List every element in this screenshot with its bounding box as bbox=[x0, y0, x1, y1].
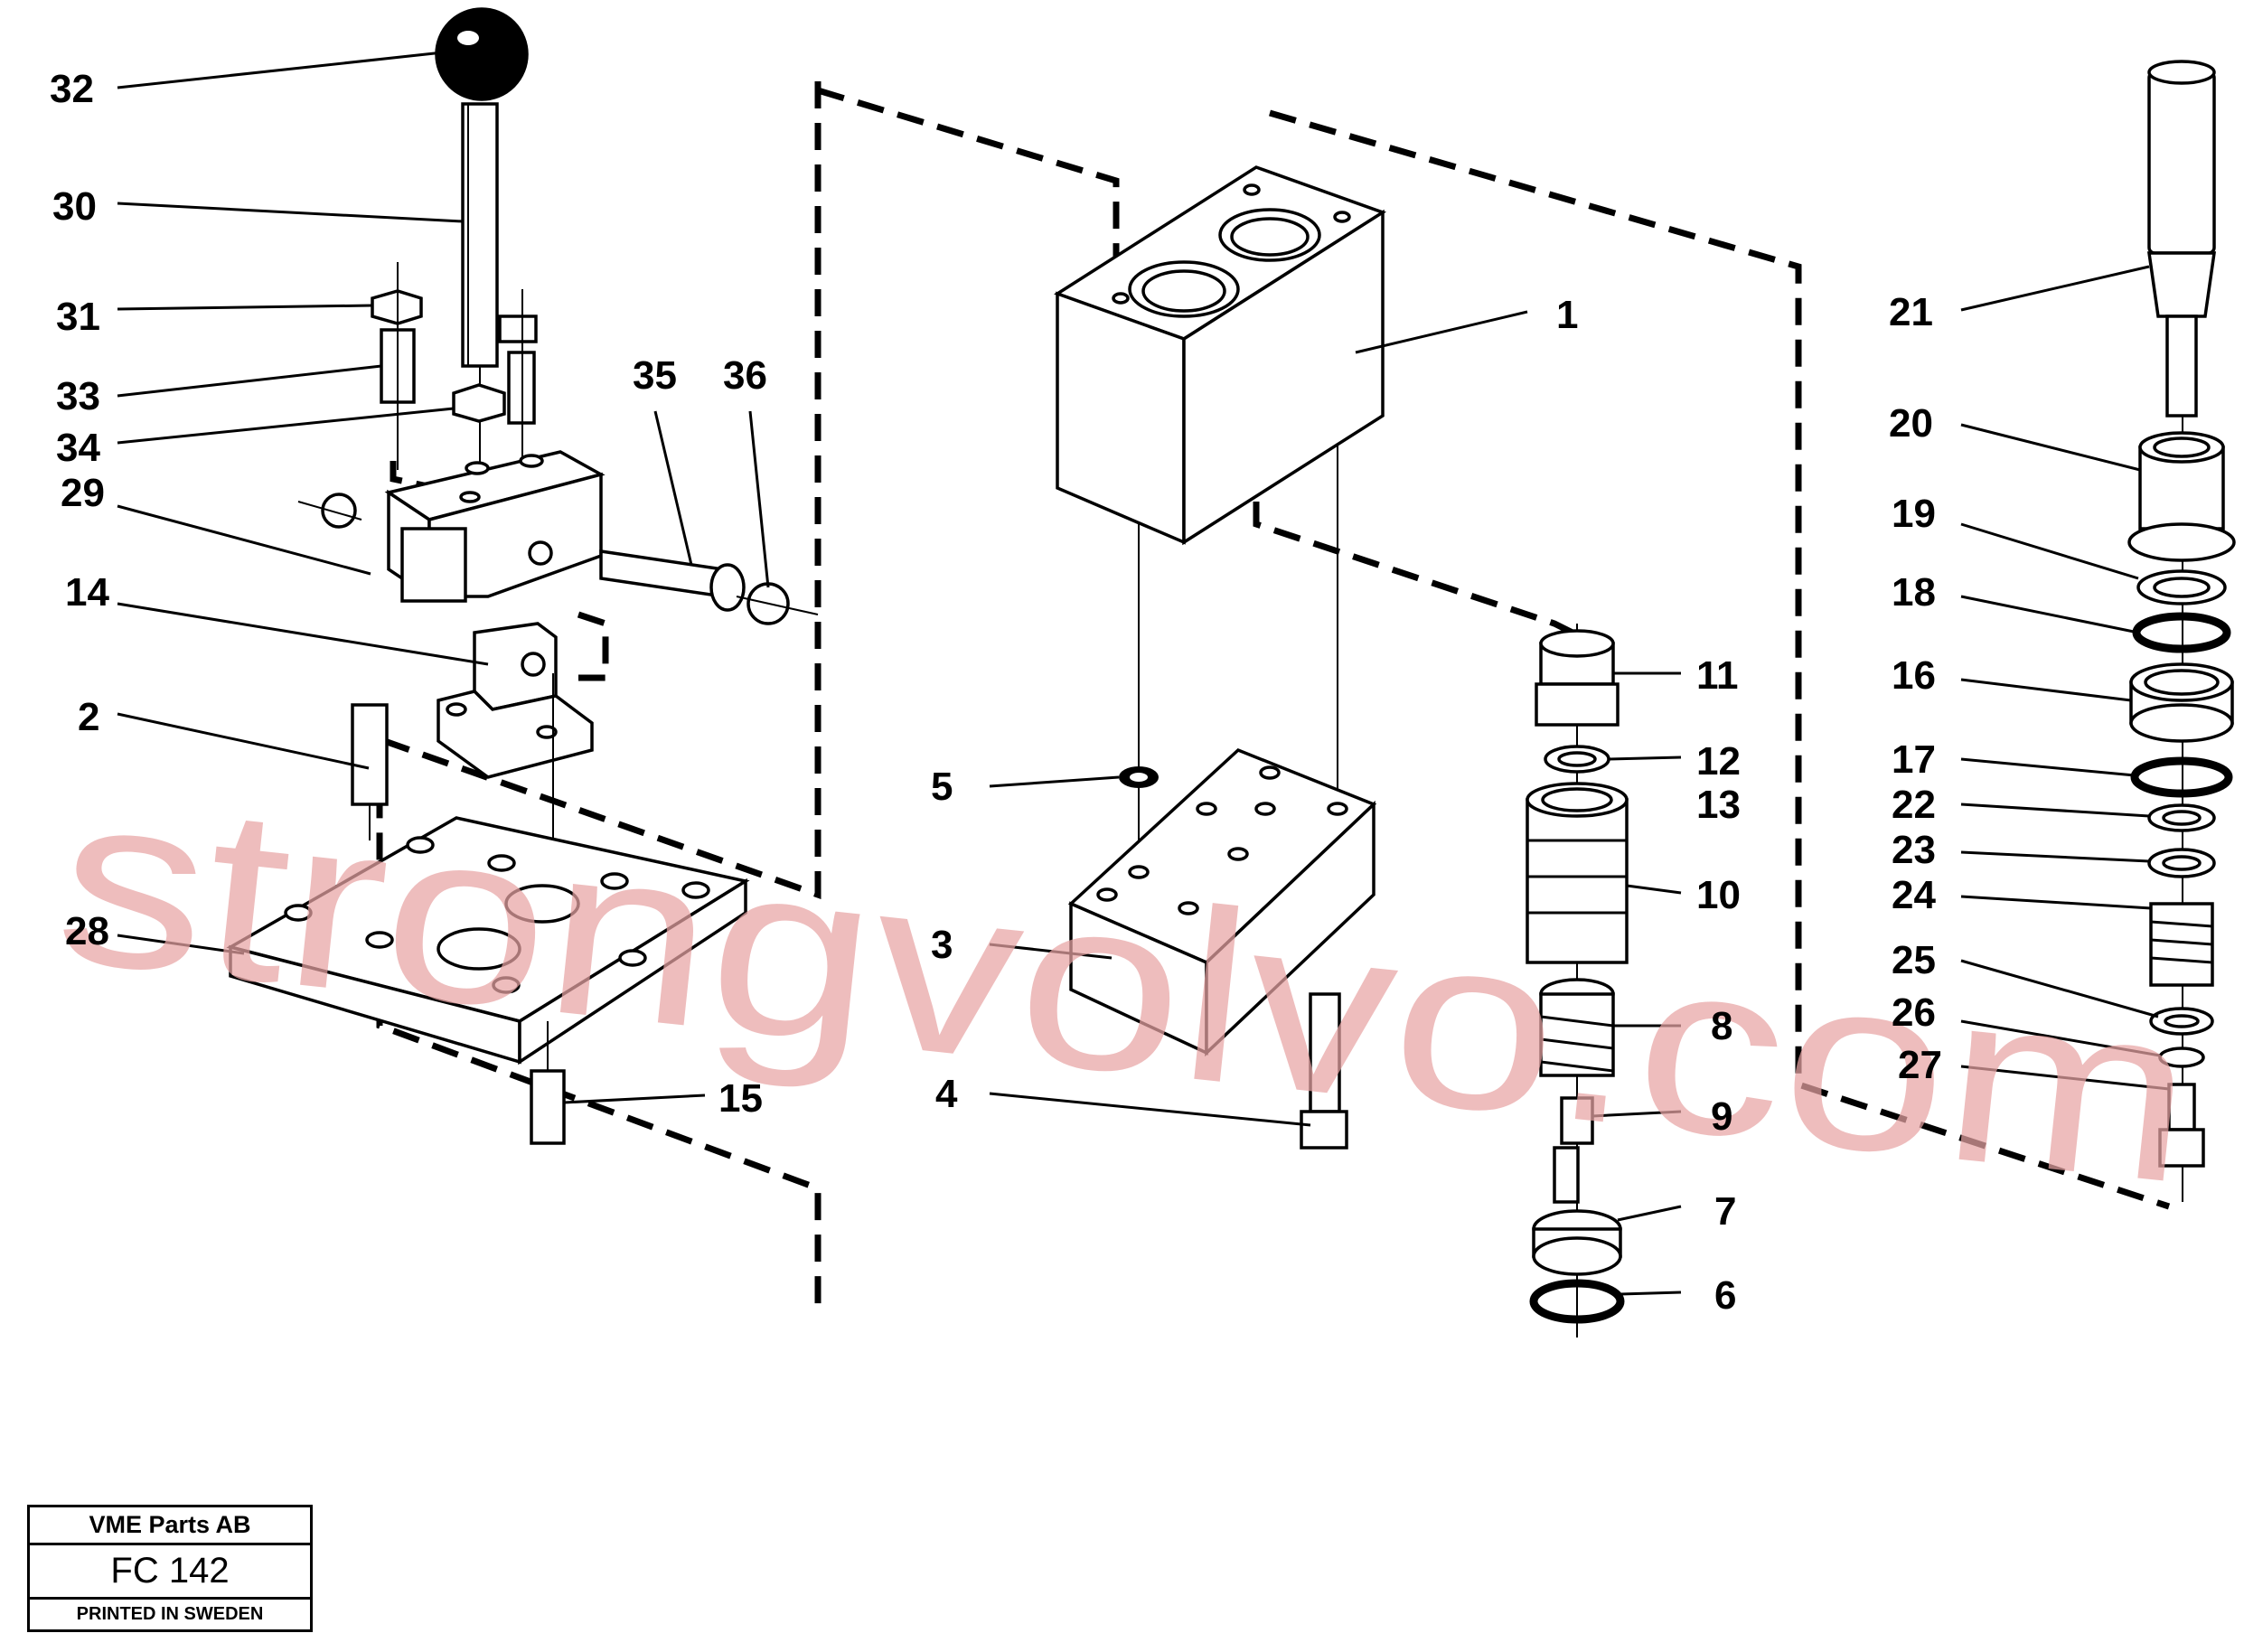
callout-30: 30 bbox=[52, 184, 97, 229]
callout-19: 19 bbox=[1892, 492, 1936, 536]
callout-36: 36 bbox=[723, 353, 767, 398]
screw-2 bbox=[351, 703, 389, 806]
callout-5: 5 bbox=[931, 765, 953, 809]
callout-26: 26 bbox=[1892, 990, 1936, 1035]
callout-12: 12 bbox=[1696, 739, 1741, 784]
callout-10: 10 bbox=[1696, 873, 1741, 917]
callout-6: 6 bbox=[1714, 1273, 1736, 1318]
lever-assembly bbox=[226, 7, 819, 1145]
o-ring-6 bbox=[1529, 1279, 1625, 1324]
callout-15: 15 bbox=[718, 1076, 763, 1121]
callout-3: 3 bbox=[931, 923, 953, 967]
callout-16: 16 bbox=[1892, 653, 1936, 698]
right-stack bbox=[2127, 60, 2236, 1202]
callout-13: 13 bbox=[1696, 783, 1741, 827]
screw-15 bbox=[530, 1069, 566, 1145]
callout-25: 25 bbox=[1892, 938, 1936, 982]
callout-27: 27 bbox=[1898, 1043, 1942, 1087]
callout-35: 35 bbox=[633, 353, 677, 398]
callout-14: 14 bbox=[65, 570, 109, 615]
callout-29: 29 bbox=[61, 471, 105, 515]
callout-1: 1 bbox=[1556, 293, 1578, 337]
plunger-21 bbox=[2147, 70, 2216, 255]
washer-26 bbox=[2158, 1047, 2205, 1068]
callout-31: 31 bbox=[56, 295, 100, 339]
callout-21: 21 bbox=[1889, 290, 1933, 334]
callout-11: 11 bbox=[1696, 653, 1739, 698]
watermark-text: strongvolvo.com bbox=[47, 740, 2206, 1235]
callout-20: 20 bbox=[1889, 401, 1933, 446]
leader-lines bbox=[117, 51, 2170, 1296]
nut-34 bbox=[452, 383, 506, 423]
callout-34: 34 bbox=[56, 426, 100, 470]
callout-24: 24 bbox=[1892, 873, 1936, 917]
part-9 bbox=[1560, 1096, 1594, 1145]
callout-8: 8 bbox=[1711, 1004, 1732, 1048]
pin-35 bbox=[599, 549, 725, 599]
title-block: VME Parts AB FC 142 PRINTED IN SWEDEN bbox=[27, 1505, 313, 1632]
valve-housing-assembly bbox=[1054, 165, 1386, 1150]
callout-23: 23 bbox=[1892, 828, 1936, 872]
title-block-printed: PRINTED IN SWEDEN bbox=[76, 1604, 264, 1624]
callout-32: 32 bbox=[50, 67, 94, 111]
spool-stack bbox=[1526, 624, 1629, 1338]
o-ring-17 bbox=[2130, 756, 2233, 798]
title-block-company: VME Parts AB bbox=[30, 1507, 310, 1545]
title-block-code: FC 142 bbox=[30, 1545, 310, 1600]
callout-7: 7 bbox=[1714, 1189, 1736, 1234]
callout-18: 18 bbox=[1892, 570, 1936, 615]
callout-9: 9 bbox=[1711, 1094, 1732, 1139]
callout-17: 17 bbox=[1892, 737, 1936, 782]
callout-22: 22 bbox=[1892, 783, 1936, 827]
callout-28: 28 bbox=[65, 909, 109, 953]
callout-4: 4 bbox=[935, 1072, 958, 1116]
callout-labels: 32 30 31 33 34 29 35 36 14 2 28 15 1 5 3… bbox=[50, 67, 1942, 1318]
spool-10 bbox=[1526, 798, 1629, 964]
lever-knob bbox=[435, 7, 529, 101]
nut-right bbox=[498, 314, 538, 343]
callout-33: 33 bbox=[56, 374, 100, 418]
callout-2: 2 bbox=[78, 695, 99, 739]
